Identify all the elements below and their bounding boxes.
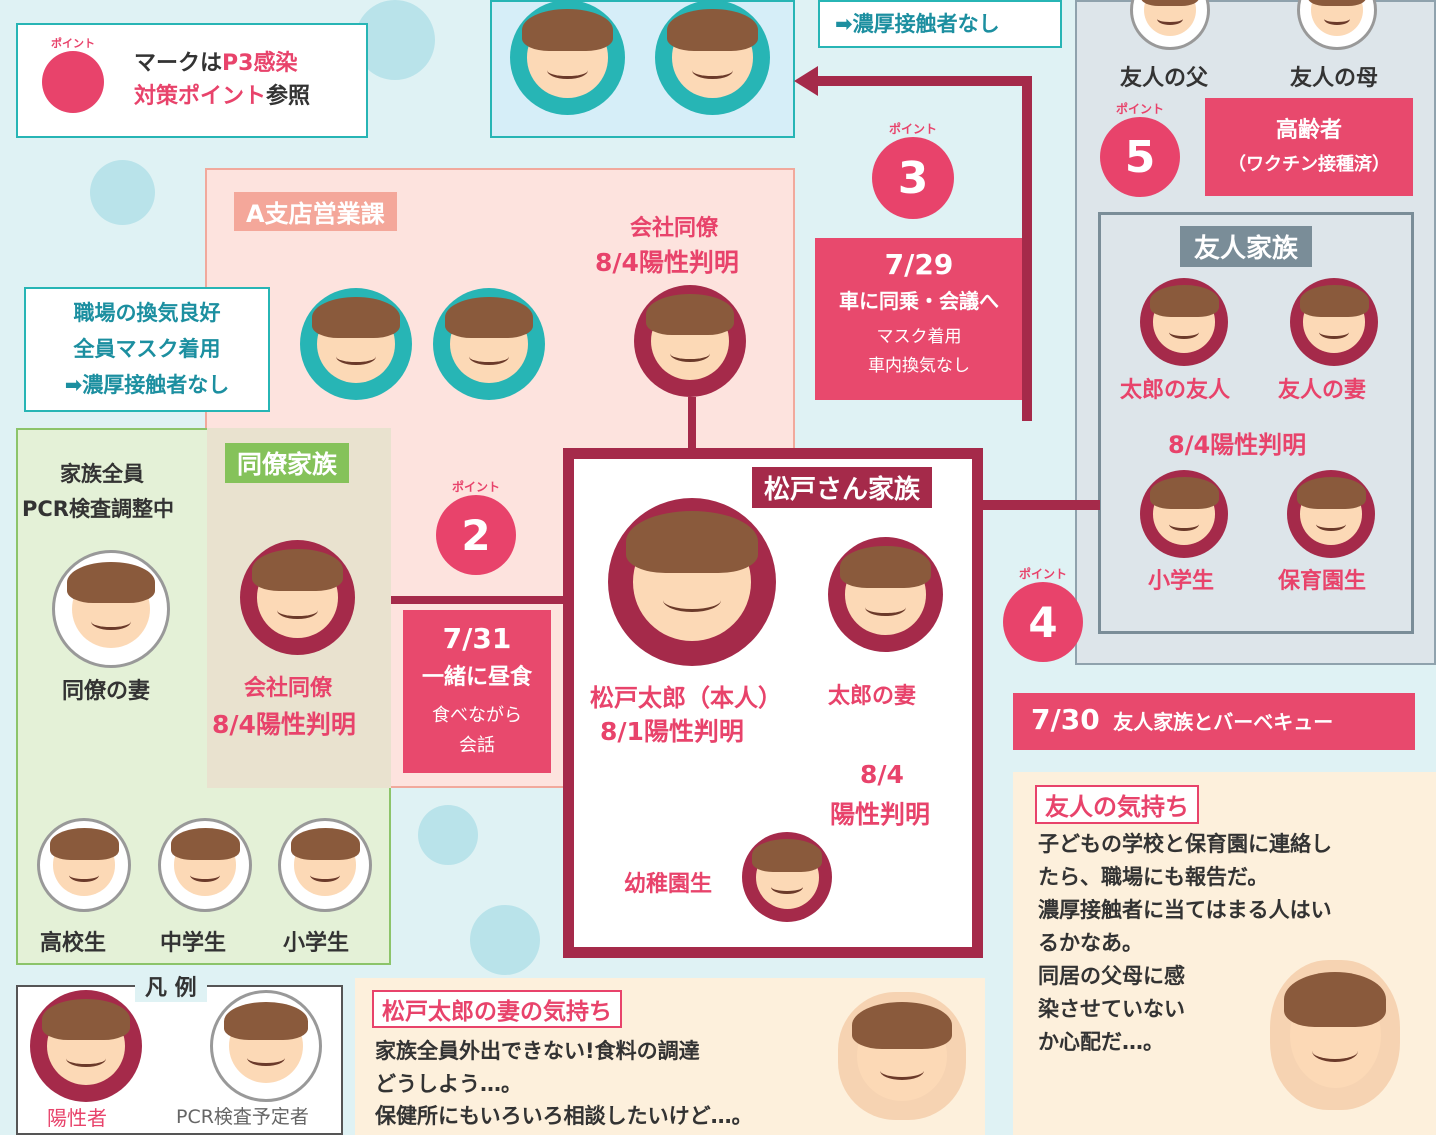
worried-wife-illustration <box>838 992 966 1120</box>
colleague-kid3-label: 小学生 <box>283 931 350 956</box>
coworker-top-status: 8/4陽性判明 <box>595 248 739 277</box>
mark-legend-line2: 対策ポイント参照 <box>134 84 311 109</box>
friend-feeling-line: るかなあ。 <box>1038 931 1143 955</box>
coworker-top-avatar <box>634 285 746 397</box>
wife-feeling-line: 保健所にもいろいろ相談したいけど…。 <box>375 1104 753 1128</box>
mark-legend-line1: マークはP3感染 <box>134 51 298 76</box>
friend-feeling-line: たら、職場にも報告だ。 <box>1038 865 1269 889</box>
friend-feeling-line: 染させていない <box>1038 997 1185 1021</box>
legend-title: 凡 例 <box>135 970 207 1002</box>
virus-decoration <box>90 160 155 225</box>
coworker-left-avatar <box>240 540 355 655</box>
colleague-kid3-avatar <box>278 818 372 912</box>
wife-feeling-title: 松戸太郎の妻の気持ち <box>372 990 622 1028</box>
coworker-top-name: 会社同僚 <box>630 216 719 241</box>
colleague-wife-label: 同僚の妻 <box>62 679 151 704</box>
link-line <box>688 397 696 492</box>
point2-marker: ポイント 2 <box>436 478 516 575</box>
friend-feeling-title: 友人の気持ち <box>1035 785 1199 824</box>
legend-positive-icon <box>30 990 142 1102</box>
friend-elementary-label: 小学生 <box>1148 569 1215 594</box>
friend-wife-label: 友人の妻 <box>1278 378 1367 403</box>
point-mark-icon: ポイント <box>42 35 104 113</box>
friend-elementary-avatar <box>1140 470 1228 558</box>
colleague-wife-avatar <box>52 550 170 668</box>
friend-wife-avatar <box>1290 278 1378 366</box>
wife-feeling-line: どうしよう…。 <box>375 1072 522 1096</box>
coworker-left-name: 会社同僚 <box>244 676 333 701</box>
point4-marker: ポイント 4 <box>1003 565 1083 662</box>
link-line <box>815 76 1032 86</box>
legend-pcr-label: PCR検査予定者 <box>176 1106 309 1128</box>
elder-mother-avatar <box>655 0 770 115</box>
event-730-box: 7/30 友人家族とバーベキュー <box>1013 693 1415 750</box>
friend-mother-label: 友人の母 <box>1290 66 1379 91</box>
elder-father-avatar <box>510 0 625 115</box>
friend-feeling-line: 子どもの学校と保育園に連絡し <box>1038 832 1332 856</box>
legend-positive-label: 陽性者 <box>47 1106 107 1130</box>
taro-friend-label: 太郎の友人 <box>1120 378 1231 403</box>
event-731-box: 7/31 一緒に昼食 食べながら 会話 <box>403 610 551 773</box>
friend-father-label: 友人の父 <box>1120 66 1209 91</box>
matsudo-family-title: 松戸さん家族 <box>752 467 933 508</box>
friend-nursery-avatar <box>1287 470 1375 558</box>
colleague-note-line1: 家族全員 <box>60 462 144 486</box>
top-notice-box <box>818 0 1062 48</box>
friend-nursery-label: 保育園生 <box>1278 569 1367 594</box>
friend-feeling-line: 同居の父母に感 <box>1038 964 1185 988</box>
friend-family-box <box>1098 212 1414 634</box>
friend-feeling-line: か心配だ…。 <box>1038 1030 1164 1054</box>
legend-pcr-icon <box>210 990 322 1102</box>
point5-box: 高齢者 （ワクチン接種済） <box>1205 98 1413 196</box>
colleague-kid2-avatar <box>158 818 252 912</box>
friend-family-status: 8/4陽性判明 <box>1168 431 1307 459</box>
link-line <box>1022 76 1032 421</box>
pin-label: ポイント <box>51 37 95 50</box>
worried-friend-illustration <box>1270 960 1400 1110</box>
kinder-label: 幼稚園生 <box>624 872 713 897</box>
virus-decoration <box>418 805 478 865</box>
matsudo-status-text: 陽性判明 <box>830 800 931 829</box>
matsudo-status-date: 8/4 <box>860 760 904 789</box>
taro-wife-avatar <box>828 537 943 652</box>
virus-decoration <box>470 905 540 975</box>
friend-feeling-line: 濃厚接触者に当てはまる人はい <box>1038 898 1332 922</box>
taro-wife-label: 太郎の妻 <box>828 684 917 709</box>
taro-avatar <box>608 498 776 666</box>
top-notice-text: ➡濃厚接触者なし <box>835 12 1000 36</box>
taro-friend-avatar <box>1140 278 1228 366</box>
coworker-left-status: 8/4陽性判明 <box>212 710 356 739</box>
colleague-kid1-avatar <box>37 818 131 912</box>
virus-decoration <box>355 0 435 80</box>
kinder-avatar <box>742 832 832 922</box>
colleague-kid1-label: 高校生 <box>40 931 107 956</box>
event-729-box: 7/29 車に同乗・会議へ マスク着用 車内換気なし <box>815 238 1023 400</box>
colleague-family-title: 同僚家族 <box>225 443 350 483</box>
branch-title: A支店営業課 <box>234 192 397 231</box>
branch-coworker-b-avatar <box>433 288 545 400</box>
taro-status: 8/1陽性判明 <box>600 717 744 746</box>
workplace-note: 職場の換気良好 全員マスク着用 ➡濃厚接触者なし <box>24 287 270 412</box>
branch-coworker-a-avatar <box>300 288 412 400</box>
link-line <box>980 500 1100 510</box>
point3-marker: ポイント 3 <box>872 120 954 219</box>
taro-name: 松戸太郎（本人） <box>590 684 782 712</box>
wife-feeling-line: 家族全員外出できない!食料の調達 <box>375 1039 700 1063</box>
colleague-note-line2: PCR検査調整中 <box>22 497 174 521</box>
point5-marker: ポイント 5 <box>1100 100 1180 197</box>
link-line <box>350 596 620 604</box>
friend-family-title: 友人家族 <box>1180 226 1313 267</box>
colleague-kid2-label: 中学生 <box>160 931 227 956</box>
arrow-head <box>794 66 818 96</box>
